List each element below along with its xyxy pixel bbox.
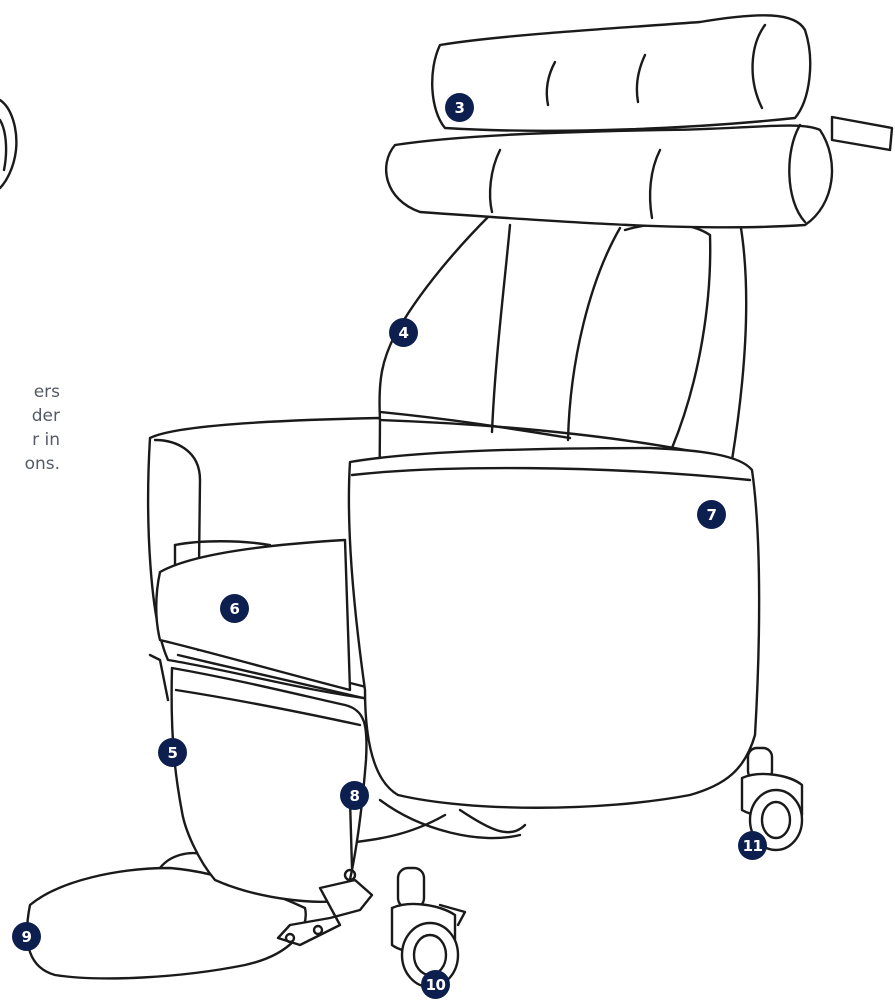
callout-7-armrest: 7 — [697, 500, 726, 529]
callout-11-rear-caster: 11 — [738, 831, 767, 860]
backrest — [380, 215, 747, 460]
legrest — [172, 668, 367, 902]
headrest-lower — [386, 126, 832, 228]
front-caster — [392, 868, 465, 987]
front-armrest — [349, 448, 759, 808]
callout-3-headrest: 3 — [445, 93, 474, 122]
callout-4-backrest: 4 — [389, 318, 418, 347]
cropped-circle-detail — [0, 100, 16, 188]
callout-6-seat: 6 — [220, 594, 249, 623]
callout-9-footplate: 9 — [12, 922, 41, 951]
callout-8-release-lever: 8 — [340, 781, 369, 810]
callout-10-front-caster: 10 — [421, 970, 450, 999]
callout-5-legrest: 5 — [158, 738, 187, 767]
headrest-bar — [832, 117, 892, 150]
